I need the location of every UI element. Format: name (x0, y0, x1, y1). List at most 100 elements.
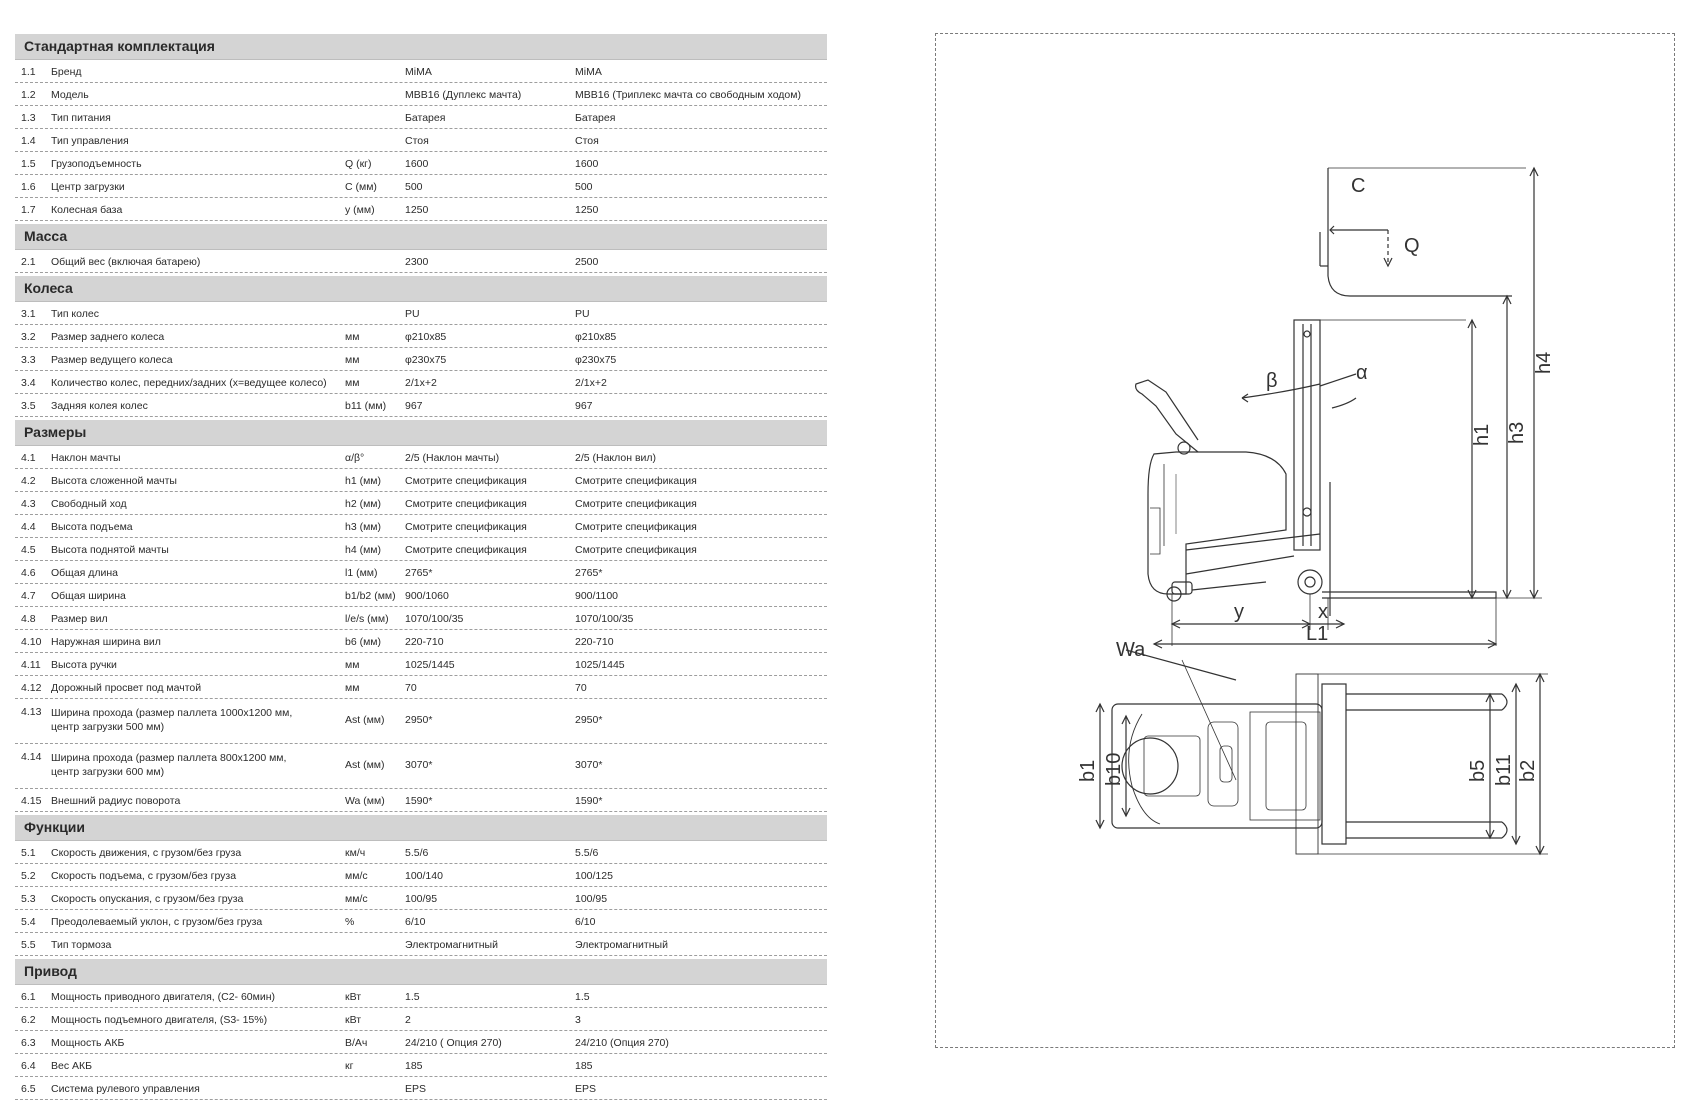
label-wa: Wa (1116, 639, 1146, 661)
stacker-dimension-drawing: C Q β α h1 h3 h4 y x L1 Wa b1 b10 b5 b11… (1077, 166, 1555, 856)
spec-unit: C (мм) (345, 181, 377, 193)
spec-name: Грузоподъемность (51, 158, 142, 170)
spec-value-duplex: 24/210 ( Опция 270) (405, 1037, 502, 1049)
label-h1: h1 (1471, 424, 1493, 446)
section-header: Масса (15, 224, 827, 250)
spec-number: 4.3 (21, 498, 36, 510)
spec-number: 1.7 (21, 204, 36, 216)
spec-number: 1.6 (21, 181, 36, 193)
spec-unit: Ast (мм) (345, 759, 385, 771)
section-header: Функции (15, 815, 827, 841)
section-header: Привод (15, 959, 827, 985)
spec-value-triplex: PU (575, 308, 590, 320)
spec-value-duplex: 220-710 (405, 636, 444, 648)
spec-value-duplex: Смотрите спецификация (405, 521, 527, 533)
spec-name: Задняя колея колес (51, 400, 148, 412)
spec-name: Мощность подъемного двигателя, (S3- 15%) (51, 1014, 268, 1026)
spec-number: 5.3 (21, 893, 36, 905)
label-q: Q (1404, 235, 1420, 257)
spec-number: 6.4 (21, 1060, 36, 1072)
spec-name: Общий вес (включая батарею) (51, 256, 201, 268)
spec-row: 3.4 Количество колес, передних/задних (x=… (15, 371, 827, 394)
spec-name: Скорость движения, с грузом/без груза (51, 847, 242, 859)
spec-name: Количество колес, передних/задних (x=вед… (51, 377, 327, 389)
section-header: Размеры (15, 420, 827, 446)
label-b2: b2 (1517, 760, 1539, 782)
spec-value-triplex: Смотрите спецификация (575, 475, 697, 487)
spec-unit: кВт (345, 1014, 362, 1026)
spec-name: Высота поднятой мачты (51, 544, 169, 556)
spec-value-triplex: 100/95 (575, 893, 608, 905)
spec-value-triplex: Смотрите спецификация (575, 544, 697, 556)
spec-name: Тип питания (51, 112, 111, 124)
label-b1: b1 (1077, 760, 1099, 782)
spec-value-triplex: MBB16 (Триплекс мачта со свободным ходом… (575, 89, 801, 101)
spec-name: Ширина прохода (размер паллета 800x1200 … (51, 752, 287, 778)
spec-unit: b11 (мм) (345, 400, 387, 412)
spec-name: Внешний радиус поворота (51, 795, 181, 807)
spec-value-duplex: Смотрите спецификация (405, 498, 527, 510)
spec-number: 1.1 (21, 66, 36, 78)
spec-number: 3.4 (21, 377, 36, 389)
spec-number: 6.5 (21, 1083, 36, 1095)
spec-value-triplex: 3070* (575, 759, 603, 771)
spec-value-duplex: 5.5/6 (405, 847, 429, 859)
spec-value-triplex: 2950* (575, 714, 603, 726)
spec-value-triplex: φ230x75 (575, 354, 617, 366)
spec-number: 4.4 (21, 521, 36, 533)
spec-unit: мм/с (345, 870, 368, 882)
spec-value-duplex: 100/140 (405, 870, 443, 882)
label-b5: b5 (1467, 760, 1489, 782)
spec-unit: y (мм) (345, 204, 375, 216)
spec-number: 4.13 (21, 706, 42, 718)
spec-name: Дорожный просвет под мачтой (51, 682, 202, 694)
spec-number: 6.2 (21, 1014, 36, 1026)
spec-value-duplex: MBB16 (Дуплекс мачта) (405, 89, 522, 101)
spec-value-triplex: 3 (575, 1014, 581, 1026)
spec-name: Высота подъема (51, 521, 133, 533)
spec-number: 1.4 (21, 135, 36, 147)
spec-value-duplex: 3070* (405, 759, 433, 771)
spec-value-duplex: 2950* (405, 714, 433, 726)
spec-value-duplex: 100/95 (405, 893, 438, 905)
spec-name: Размер ведущего колеса (51, 354, 173, 366)
spec-value-duplex: Электромагнитный (405, 939, 498, 951)
spec-number: 1.3 (21, 112, 36, 124)
spec-number: 4.11 (21, 659, 41, 671)
spec-value-triplex: 1590* (575, 795, 603, 807)
spec-value-duplex: MiMA (405, 66, 432, 78)
spec-value-triplex: 2765* (575, 567, 603, 579)
spec-number: 4.2 (21, 475, 36, 487)
spec-value-triplex: EPS (575, 1083, 597, 1095)
label-b11: b11 (1493, 754, 1515, 786)
spec-value-triplex: 24/210 (Опция 270) (575, 1037, 669, 1049)
spec-number: 5.1 (21, 847, 36, 859)
spec-value-triplex: 100/125 (575, 870, 613, 882)
spec-value-triplex: 5.5/6 (575, 847, 599, 859)
label-y: y (1234, 601, 1244, 623)
spec-name: Наружная ширина вил (51, 636, 161, 648)
spec-value-triplex: 6/10 (575, 916, 596, 928)
spec-name: Вес АКБ (51, 1060, 93, 1072)
spec-unit: % (345, 916, 355, 928)
spec-value-duplex: Смотрите спецификация (405, 544, 527, 556)
spec-number: 4.5 (21, 544, 36, 556)
spec-value-triplex: 900/1100 (575, 590, 619, 602)
spec-name: Тип тормоза (51, 939, 112, 951)
spec-unit: h2 (мм) (345, 498, 382, 510)
spec-name: Тип управления (51, 135, 129, 147)
spec-number: 3.3 (21, 354, 36, 366)
